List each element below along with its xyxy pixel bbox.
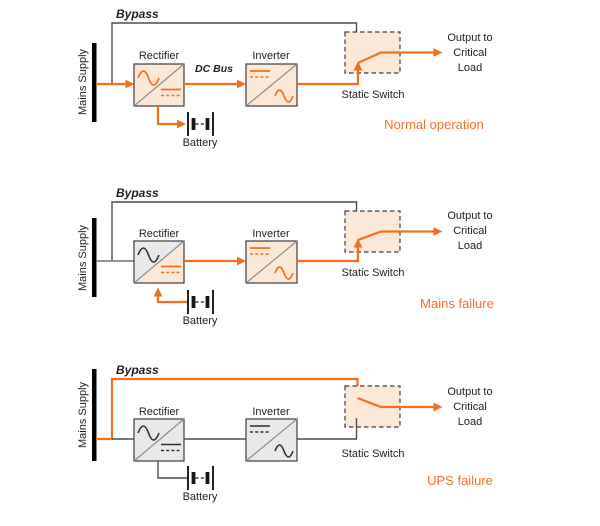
static-switch-label: Static Switch bbox=[341, 89, 405, 101]
mains-bus-bar bbox=[92, 369, 97, 461]
flow-arrow bbox=[237, 79, 246, 89]
bypass-label: Bypass bbox=[116, 7, 159, 21]
static-switch-label: Static Switch bbox=[341, 448, 405, 460]
battery-icon bbox=[187, 290, 214, 314]
inverter-output-line bbox=[297, 70, 360, 86]
switch-lever-line bbox=[357, 51, 434, 65]
output-label: Output to Critical Load bbox=[447, 32, 493, 74]
flow-arrow bbox=[177, 119, 186, 129]
rectifier-label: Rectifier bbox=[138, 406, 180, 418]
diagram-mains-failure bbox=[92, 201, 443, 314]
switch-lever-line bbox=[357, 396, 434, 409]
inverter-label: Inverter bbox=[252, 228, 290, 240]
flow-arrow bbox=[353, 61, 363, 71]
inverter-diagonal bbox=[245, 63, 298, 107]
bypass-line bbox=[110, 377, 359, 439]
status-label: Normal operation bbox=[384, 117, 484, 132]
diagram-normal-operation bbox=[92, 22, 443, 136]
rectifier-label: Rectifier bbox=[138, 228, 180, 240]
ac-sine-icon bbox=[137, 247, 160, 263]
ac-sine-icon bbox=[274, 89, 294, 103]
mains-bus-bar bbox=[92, 218, 97, 297]
mains-bus-bar bbox=[92, 43, 97, 122]
inverter-label: Inverter bbox=[252, 50, 290, 62]
ac-sine-icon bbox=[137, 70, 160, 86]
flow-arrow bbox=[237, 256, 246, 266]
output-arrow bbox=[433, 227, 443, 236]
output-arrow bbox=[433, 402, 443, 412]
mains-supply-label: Mains Supply bbox=[77, 381, 90, 449]
rectifier-diagonal bbox=[133, 63, 185, 107]
rectifier-label: Rectifier bbox=[138, 50, 180, 62]
battery-icon bbox=[187, 466, 214, 490]
battery-label: Battery bbox=[182, 315, 218, 327]
mains-supply-label: Mains Supply bbox=[77, 224, 90, 292]
rectifier-diagonal bbox=[133, 418, 185, 462]
battery-icon bbox=[187, 112, 214, 136]
status-label: Mains failure bbox=[420, 296, 494, 311]
battery-wire bbox=[156, 296, 187, 304]
output-label: Output to Critical Load bbox=[447, 386, 493, 428]
battery-label: Battery bbox=[182, 491, 218, 503]
ac-sine-icon bbox=[274, 266, 294, 280]
status-label: UPS failure bbox=[427, 473, 493, 488]
mains-supply-label: Mains Supply bbox=[77, 48, 90, 116]
output-arrow bbox=[433, 48, 443, 57]
inverter-output-line bbox=[297, 247, 360, 263]
rectifier-diagonal bbox=[133, 240, 185, 284]
ac-sine-icon bbox=[137, 425, 160, 441]
dc-bus-label: DC Bus bbox=[195, 63, 233, 75]
switch-lever-line bbox=[357, 230, 434, 242]
battery-label: Battery bbox=[182, 137, 218, 149]
flow-arrow bbox=[153, 287, 163, 297]
flow-arrow bbox=[353, 238, 363, 248]
static-switch-label: Static Switch bbox=[341, 267, 405, 279]
flow-arrow bbox=[125, 79, 135, 89]
inverter-label: Inverter bbox=[252, 406, 290, 418]
bypass-label: Bypass bbox=[116, 363, 159, 377]
inverter-diagonal bbox=[245, 240, 298, 284]
ac-sine-icon bbox=[274, 444, 294, 458]
inverter-diagonal bbox=[245, 418, 298, 462]
battery-wire bbox=[157, 461, 187, 479]
battery-wire bbox=[156, 106, 177, 126]
bypass-label: Bypass bbox=[116, 186, 159, 200]
diagram-ups-failure bbox=[92, 369, 443, 490]
output-label: Output to Critical Load bbox=[447, 210, 493, 252]
